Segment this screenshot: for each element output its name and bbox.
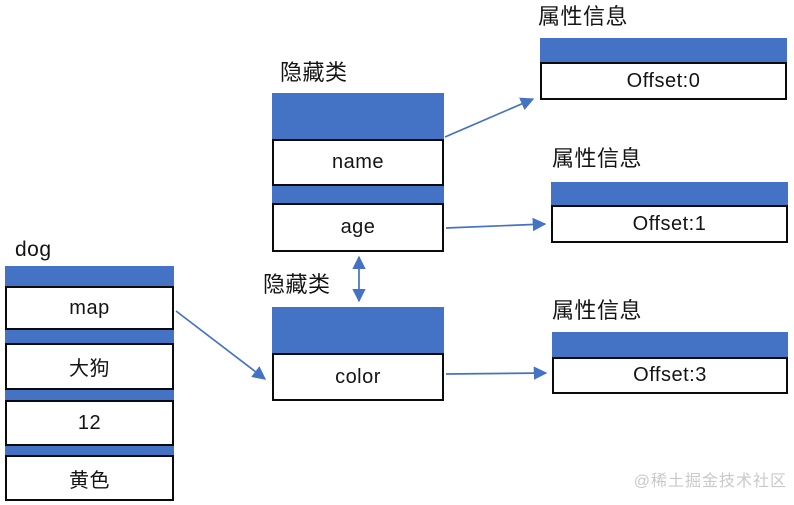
attr-info-offset0-title: 属性信息 — [538, 4, 629, 29]
dog-header-bar — [5, 266, 174, 286]
dog-cell-color-value: 黄色 — [5, 455, 174, 501]
attr-info-offset1-cell: Offset:1 — [551, 205, 788, 243]
attr-info-offset3-title: 属性信息 — [552, 298, 643, 323]
hidden-class-top-cell-age: age — [272, 203, 444, 252]
hidden-class-bottom-header-bar — [272, 307, 444, 353]
watermark-text: @稀土掘金技术社区 — [633, 473, 787, 490]
hidden-class-bottom-cell-color: color — [272, 353, 444, 401]
hidden-class-bottom-box: color — [272, 307, 444, 401]
hidden-class-top-separator-bar — [272, 186, 444, 203]
attr-info-offset0-cell: Offset:0 — [540, 62, 787, 100]
arrow-map-to-hidden-class-bottom — [175, 310, 267, 380]
hidden-class-top-title: 隐藏类 — [280, 60, 348, 85]
dog-cell-name-value: 大狗 — [5, 343, 174, 390]
attr-info-offset1-title: 属性信息 — [552, 146, 643, 171]
dog-object-title: dog — [15, 238, 52, 261]
dog-cell-age-value: 12 — [5, 400, 174, 446]
attr-info-offset0-box: Offset:0 — [540, 38, 787, 100]
attr-info-offset1-header-bar — [551, 182, 788, 205]
dog-cell-map: map — [5, 286, 174, 330]
attr-info-offset3-cell: Offset:3 — [552, 357, 788, 394]
attr-info-offset0-header-bar — [540, 38, 787, 62]
arrow-age-to-offset1 — [445, 217, 547, 232]
arrow-color-to-offset3 — [445, 366, 548, 380]
attr-info-offset1-box: Offset:1 — [551, 182, 788, 243]
dog-separator-bar-2 — [5, 390, 174, 400]
hidden-class-bottom-title: 隐藏类 — [263, 272, 331, 297]
attr-info-offset3-box: Offset:3 — [552, 332, 788, 394]
hidden-class-top-box: name age — [272, 93, 444, 252]
hidden-class-top-header-bar — [272, 93, 444, 139]
dog-separator-bar-1 — [5, 330, 174, 343]
arrow-hidden-class-top-to-offset0 — [444, 97, 535, 138]
dog-separator-bar-3 — [5, 446, 174, 455]
attr-info-offset3-header-bar — [552, 332, 788, 357]
dog-object-box: map 大狗 12 黄色 — [5, 266, 174, 501]
hidden-class-top-cell-name: name — [272, 139, 444, 186]
